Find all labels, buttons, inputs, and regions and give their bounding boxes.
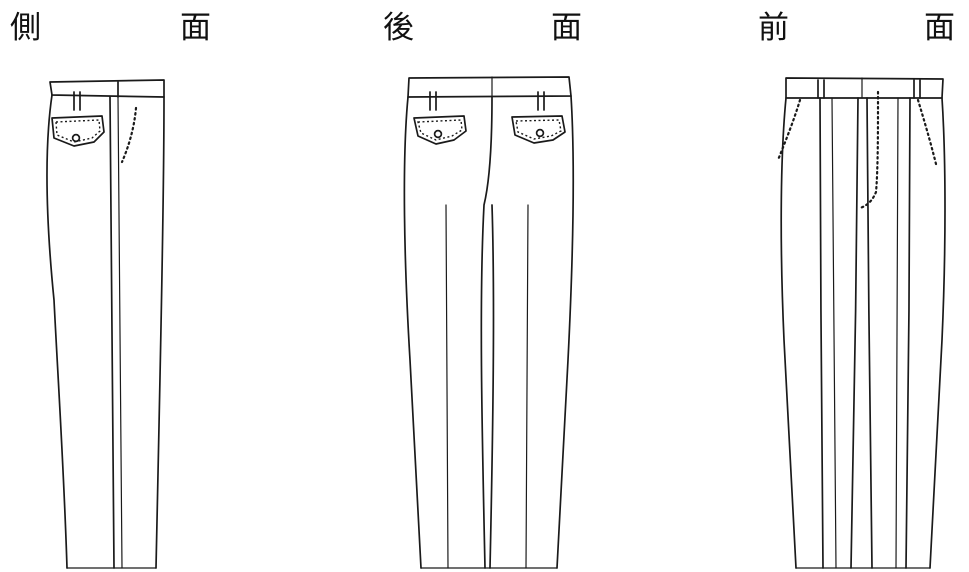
- side-pocket-button: [71, 133, 81, 143]
- back-pocket-button-left: [433, 129, 443, 139]
- side-view-trousers: [46, 79, 165, 569]
- side-waistband: [49, 79, 165, 98]
- back-view-label-char2: 面: [551, 10, 582, 46]
- back-right-crease: [525, 204, 529, 569]
- side-view-label-char2: 面: [180, 10, 211, 46]
- back-view-label-char1: 後: [383, 10, 414, 46]
- side-seam: [109, 96, 115, 569]
- back-pocket-button-right: [535, 128, 545, 138]
- side-view-label-char1: 側: [10, 10, 41, 46]
- side-front-pocket-stitch: [120, 106, 138, 164]
- side-pocket-flap: [51, 115, 105, 147]
- front-left-crease: [819, 97, 824, 569]
- front-right-pocket-stitch: [916, 98, 938, 166]
- front-right-crease: [905, 97, 911, 569]
- back-view-trousers: [403, 76, 574, 569]
- front-view-label-char1: 前: [758, 10, 789, 46]
- back-waistband: [407, 76, 572, 98]
- side-outline: [46, 94, 68, 569]
- front-fly-stitch: [858, 90, 880, 210]
- back-left-crease: [445, 204, 449, 569]
- front-center-seam: [850, 97, 859, 569]
- front-outline: [780, 97, 797, 569]
- front-left-pocket-stitch: [776, 98, 802, 162]
- back-pocket-flap-right: [511, 115, 566, 144]
- front-view-trousers: [776, 77, 946, 569]
- back-pocket-flap-left: [413, 115, 467, 145]
- back-outline: [403, 96, 422, 569]
- back-center-seam: [480, 96, 493, 569]
- front-view-label-char2: 面: [924, 10, 955, 46]
